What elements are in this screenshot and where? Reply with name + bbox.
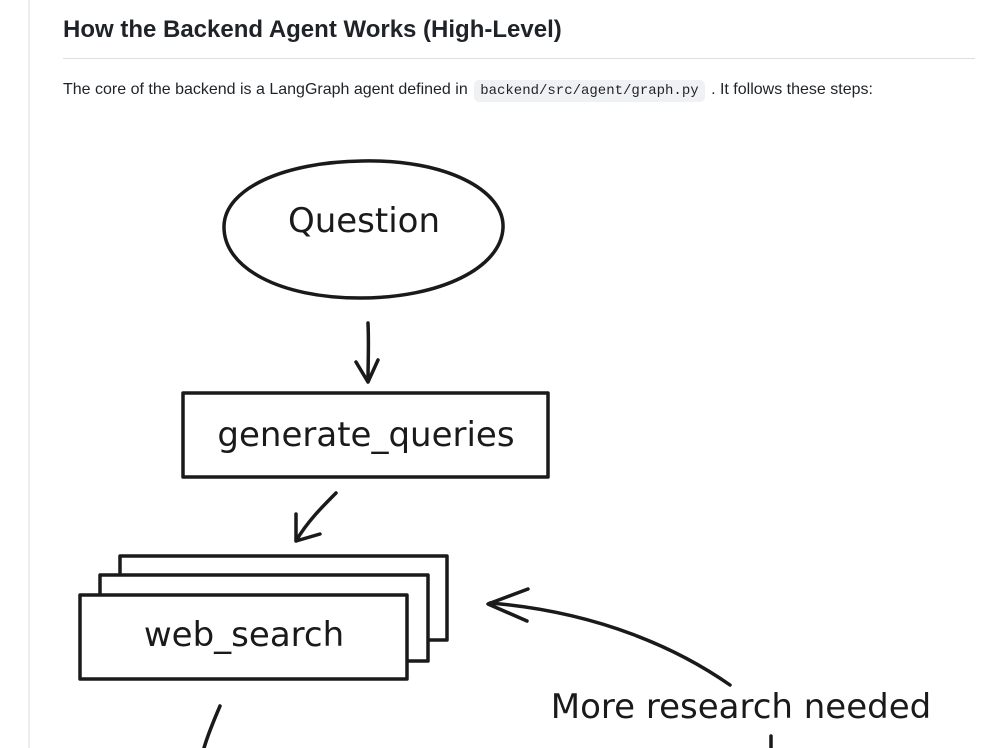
question-node [222,159,505,300]
question-label: Question [288,201,440,241]
arrow-loop-to-web-search [486,587,732,687]
heading-divider [63,58,975,59]
intro-text-after: . It follows these steps: [711,81,873,98]
content-left-border [28,0,30,748]
generate-queries-label: generate_queries [217,415,514,455]
web-search-label: web_search [144,615,344,655]
file-path-code: backend/src/agent/graph.py [474,80,705,102]
section-heading: How the Backend Agent Works (High-Level) [63,16,562,43]
intro-text-before: The core of the backend is a LangGraph a… [63,81,468,98]
generate-queries-node [181,391,550,479]
arrow-web-search-down [202,704,222,748]
web-search-node [78,593,409,681]
intro-paragraph: The core of the backend is a LangGraph a… [63,79,873,102]
arrow-question-to-generate [354,321,380,384]
arrow-generate-to-web-search [294,491,338,543]
more-research-label: More research needed [551,687,931,727]
